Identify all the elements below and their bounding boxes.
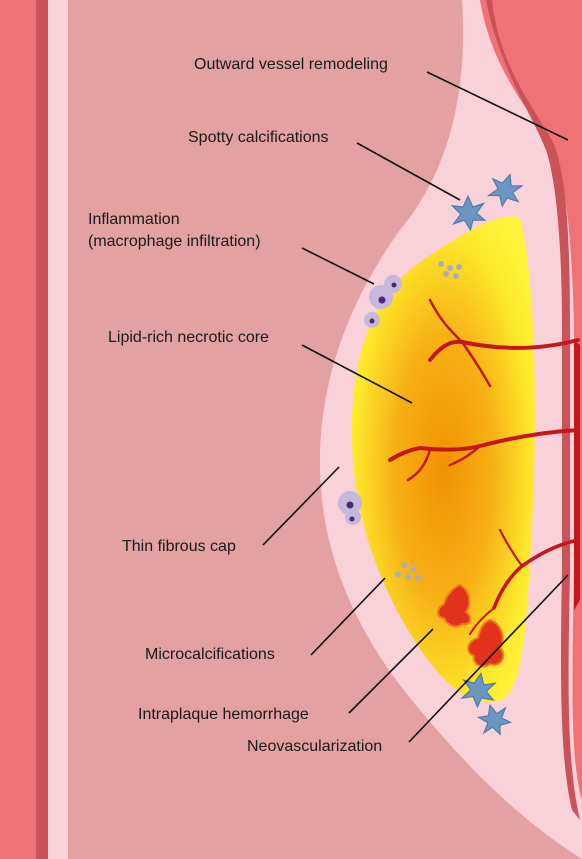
- label-thin-fibrous-cap: Thin fibrous cap: [122, 537, 236, 557]
- label-inflammation: Inflammation: [88, 210, 180, 230]
- left-vessel-wall: [0, 0, 68, 859]
- label-spotty-calcifications: Spotty calcifications: [188, 128, 329, 148]
- label-macrophage-infiltration: (macrophage infiltration): [88, 232, 261, 252]
- label-microcalcifications: Microcalcifications: [145, 645, 275, 665]
- label-neovascularization: Neovascularization: [247, 737, 382, 757]
- label-intraplaque-hemorrhage: Intraplaque hemorrhage: [138, 705, 309, 725]
- label-lipid-core: Lipid-rich necrotic core: [108, 328, 269, 348]
- label-outward-remodeling: Outward vessel remodeling: [194, 55, 388, 75]
